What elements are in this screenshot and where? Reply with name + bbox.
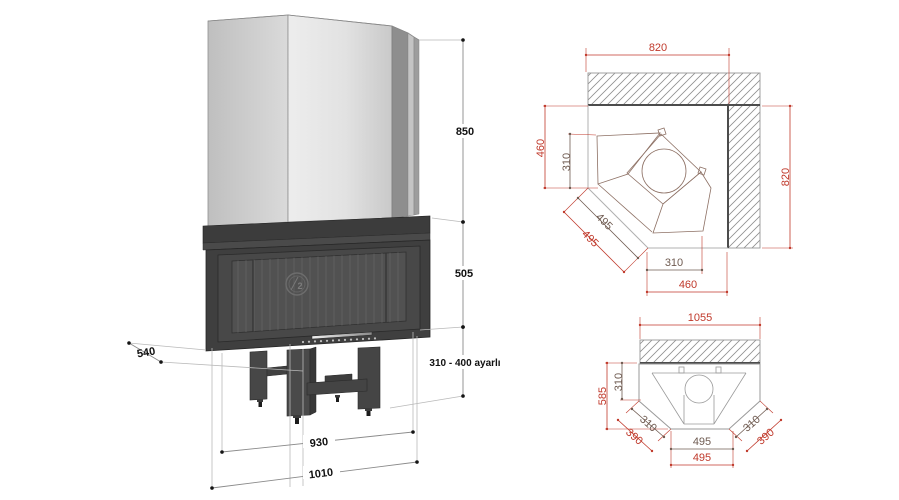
dim-diag-inner: 495 bbox=[593, 211, 614, 232]
dim-diag-outer: 495 bbox=[579, 228, 600, 249]
dim-total-width: 1055 bbox=[688, 312, 712, 324]
dim-front-inner: 495 bbox=[693, 436, 711, 448]
dim-total-height: 585 bbox=[597, 387, 609, 405]
hood-edge-strip bbox=[407, 32, 415, 217]
dim-depth: 540 bbox=[136, 345, 156, 360]
plan-front-view: 1055 585 310 310 390 495 bbox=[597, 312, 783, 468]
dim-hood-height: 850 bbox=[456, 126, 474, 138]
wall-right bbox=[727, 104, 761, 249]
dim-left-side-outer: 390 bbox=[623, 426, 645, 447]
firebox-plan bbox=[596, 127, 712, 234]
dim-base-adjustable: 310 - 400 ayarlı bbox=[429, 358, 500, 369]
dim-bottom-total: 460 bbox=[679, 279, 697, 291]
iso-dimensions: 850 505 310 - 400 ayarlı 540 930 1010 bbox=[127, 38, 502, 490]
plan-top-view: 820 460 310 820 495 495 310 460 bbox=[535, 42, 793, 296]
firebox: 2 bbox=[202, 215, 431, 352]
dim-front-outer: 495 bbox=[693, 452, 711, 464]
dim-width-inner: 930 bbox=[309, 436, 329, 450]
dim-width-outer: 1010 bbox=[308, 467, 334, 482]
hood-right-bevel bbox=[391, 25, 409, 219]
dim-line-390-left-diag bbox=[616, 418, 654, 453]
dim-top-inner: 310 bbox=[613, 373, 625, 391]
hood-top-edge bbox=[207, 14, 420, 41]
dim-line-495-outer bbox=[562, 210, 626, 274]
firebox-glass bbox=[231, 251, 407, 334]
plan-top-dimensions: 820 460 310 820 495 495 310 460 bbox=[535, 42, 793, 296]
hood-left-face bbox=[207, 14, 289, 228]
wall-top bbox=[587, 72, 761, 106]
hood-body-outline bbox=[638, 363, 761, 430]
flue-circle bbox=[641, 148, 687, 194]
adjustable-feet bbox=[257, 395, 372, 424]
iso-view: 2 bbox=[127, 14, 502, 490]
dim-wall-top: 820 bbox=[649, 42, 667, 54]
hood-body-inner bbox=[651, 366, 747, 425]
glass-ribs bbox=[237, 252, 399, 333]
dim-left-inner: 310 bbox=[561, 153, 573, 171]
hood-front-face bbox=[287, 14, 393, 223]
dim-firebox-height: 505 bbox=[455, 268, 473, 280]
dim-line-390-right-diag bbox=[745, 418, 783, 453]
dim-line-540 bbox=[127, 341, 163, 364]
dim-right-side-outer: 390 bbox=[755, 426, 777, 447]
dim-bottom-inner: 310 bbox=[665, 257, 683, 269]
brand-emblem: 2 bbox=[285, 272, 309, 296]
base-legs bbox=[249, 346, 381, 424]
hood bbox=[207, 14, 420, 228]
dim-right-side-inner: 310 bbox=[741, 413, 763, 434]
dim-left-total: 460 bbox=[535, 139, 547, 157]
dim-wall-right: 820 bbox=[780, 168, 792, 186]
hood-edge-strip2 bbox=[413, 36, 420, 216]
wall-strip bbox=[639, 339, 761, 364]
handle-bar bbox=[311, 331, 373, 340]
emblem-glyph: 2 bbox=[297, 281, 302, 291]
flue-circle-front bbox=[684, 374, 714, 404]
air-vent-dots bbox=[301, 337, 377, 344]
